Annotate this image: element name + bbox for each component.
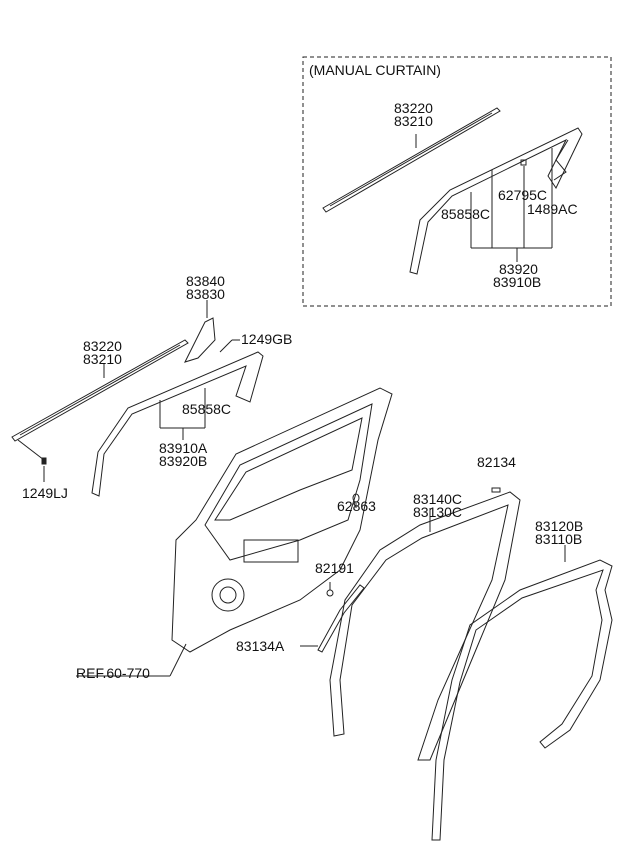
part-number: 83220 [83, 338, 122, 354]
manual-curtain-title: (MANUAL CURTAIN) [309, 62, 441, 78]
part-label-plug-door: 62863 [337, 498, 376, 514]
part-number: 83920B [159, 453, 208, 469]
part-number: 83140C [413, 491, 463, 507]
part-number: 83910B [493, 274, 542, 290]
plugs [326, 493, 360, 597]
manual-curtain-box [302, 56, 612, 307]
part-number: 83840 [186, 273, 225, 289]
part-number: 83120B [535, 518, 584, 534]
rail-left [11, 339, 189, 482]
part-label-plug-top: 82134 [477, 454, 516, 470]
part-number: 83210 [394, 113, 433, 129]
reference-label: REF.60-770 [76, 665, 150, 681]
part-label-seal-strip: 83134A [236, 638, 285, 654]
part-number: 83910A [159, 440, 208, 456]
part-label-curtain-clip: 62795C [498, 187, 548, 203]
part-label-weatherstrip-body: 83120B 83110B [535, 518, 584, 547]
part-label-plug-bottom: 82191 [315, 560, 354, 576]
door-panel [76, 387, 393, 677]
part-label-weatherstrip-door: 83140C 83130C [413, 491, 463, 520]
part-label-delta-screw: 1249GB [241, 331, 293, 347]
part-number: 83220 [394, 100, 433, 116]
part-label-fastener: 85858C [182, 401, 232, 417]
delta-garnish [184, 300, 240, 363]
part-label-rail: 83220 83210 [83, 338, 122, 367]
weatherstrip-door [329, 487, 521, 761]
part-label-garnish: 83910A 83920B [159, 440, 208, 469]
part-label-curtain-rail: 83220 83210 [394, 100, 433, 129]
part-label-curtain-garnish: 83920 83910B [493, 261, 542, 290]
part-number: 83110B [535, 531, 583, 547]
curtain-leaders [470, 148, 553, 262]
part-number: 83130C [413, 504, 463, 520]
part-number: 83210 [83, 351, 122, 367]
curtain-rail-top [322, 107, 501, 213]
seal-strip [300, 584, 365, 653]
part-number: 83920 [499, 261, 538, 277]
part-label-curtain-screw: 1489AC [527, 201, 578, 217]
weatherstrip-body [431, 545, 613, 841]
part-label-rail-screw: 1249LJ [22, 485, 68, 501]
part-number: 83830 [186, 286, 225, 302]
part-label-curtain-fastener: 85858C [441, 206, 491, 222]
part-label-delta-garnish: 83840 83830 [186, 273, 225, 302]
garnish-left [91, 351, 264, 497]
